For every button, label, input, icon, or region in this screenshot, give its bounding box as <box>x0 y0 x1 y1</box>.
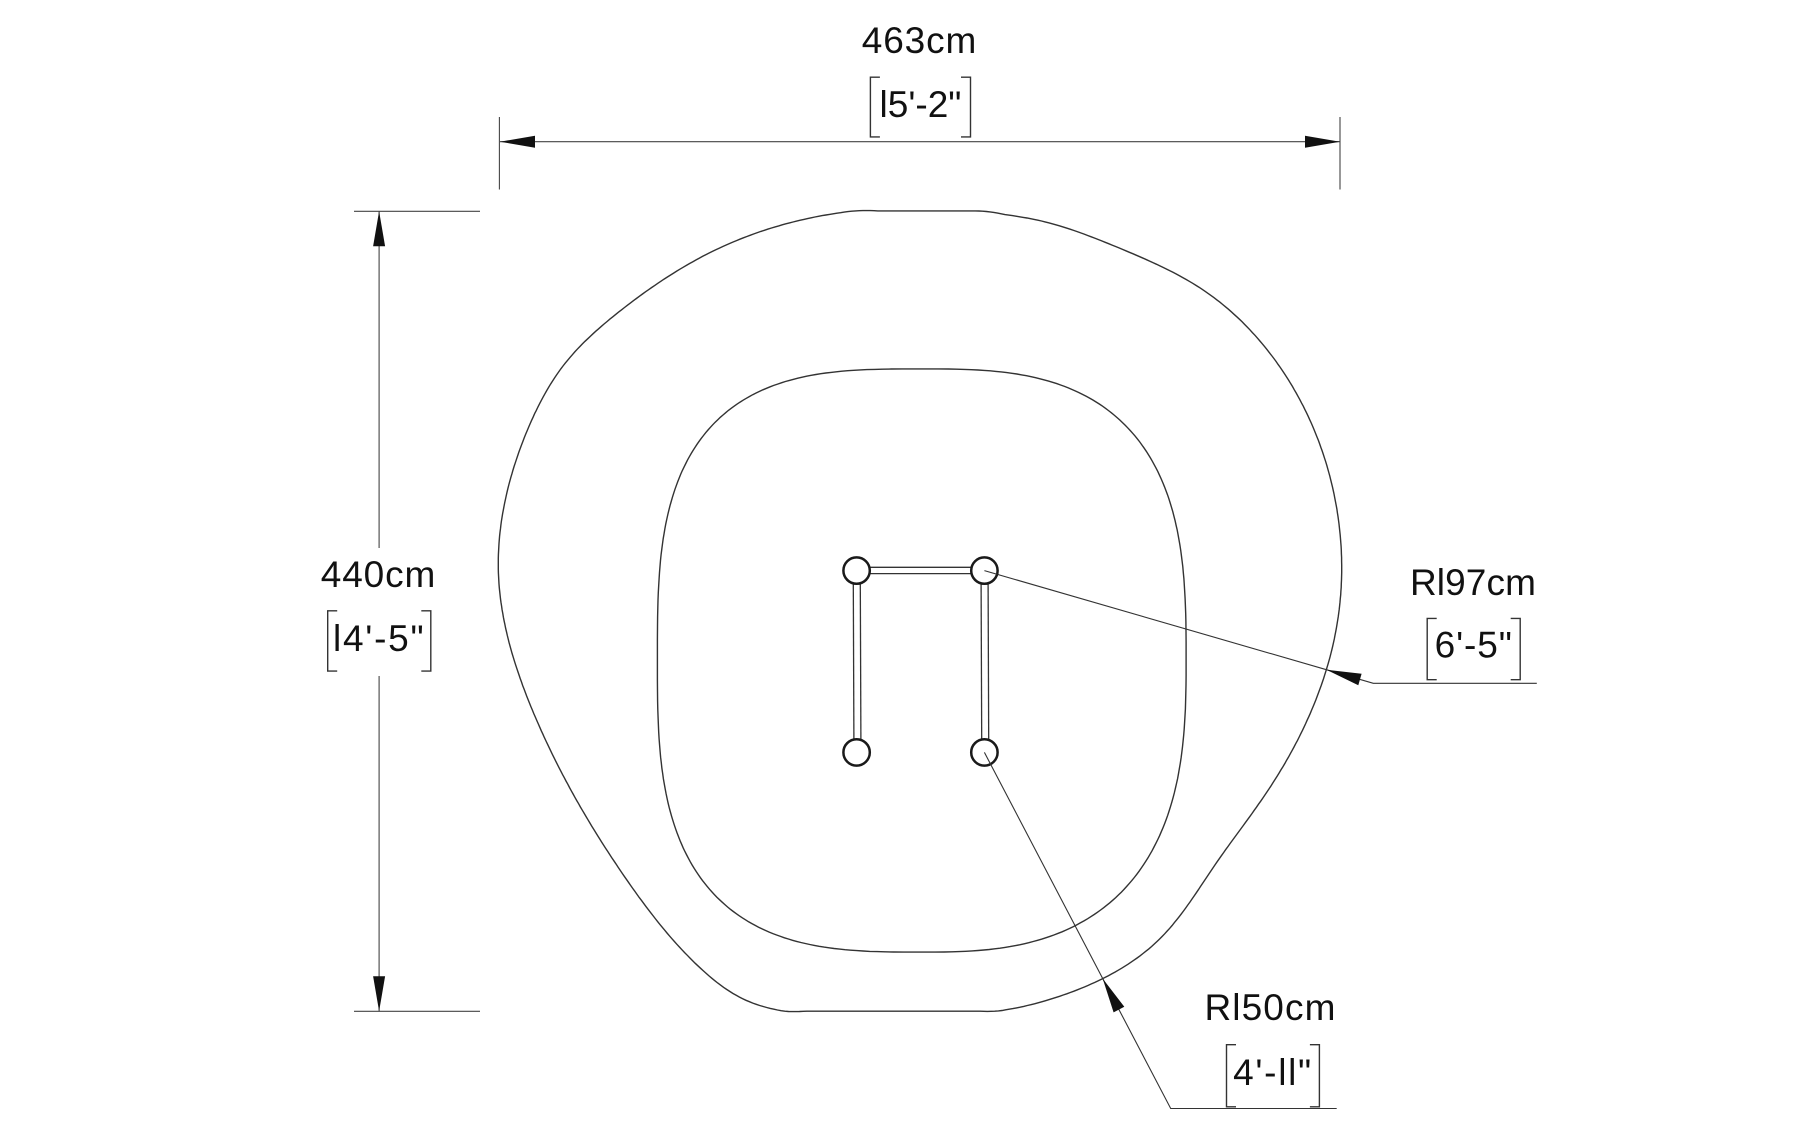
svg-text:6'-5": 6'-5" <box>1435 625 1513 666</box>
svg-text:440cm: 440cm <box>321 554 437 595</box>
svg-text:4'-ll": 4'-ll" <box>1233 1052 1313 1093</box>
svg-text:Rl50cm: Rl50cm <box>1204 987 1336 1028</box>
svg-text:463cm: 463cm <box>862 20 978 61</box>
svg-text:l5'-2": l5'-2" <box>880 84 962 125</box>
svg-text:l4'-5": l4'-5" <box>333 618 425 659</box>
svg-text:Rl97cm: Rl97cm <box>1410 562 1536 603</box>
